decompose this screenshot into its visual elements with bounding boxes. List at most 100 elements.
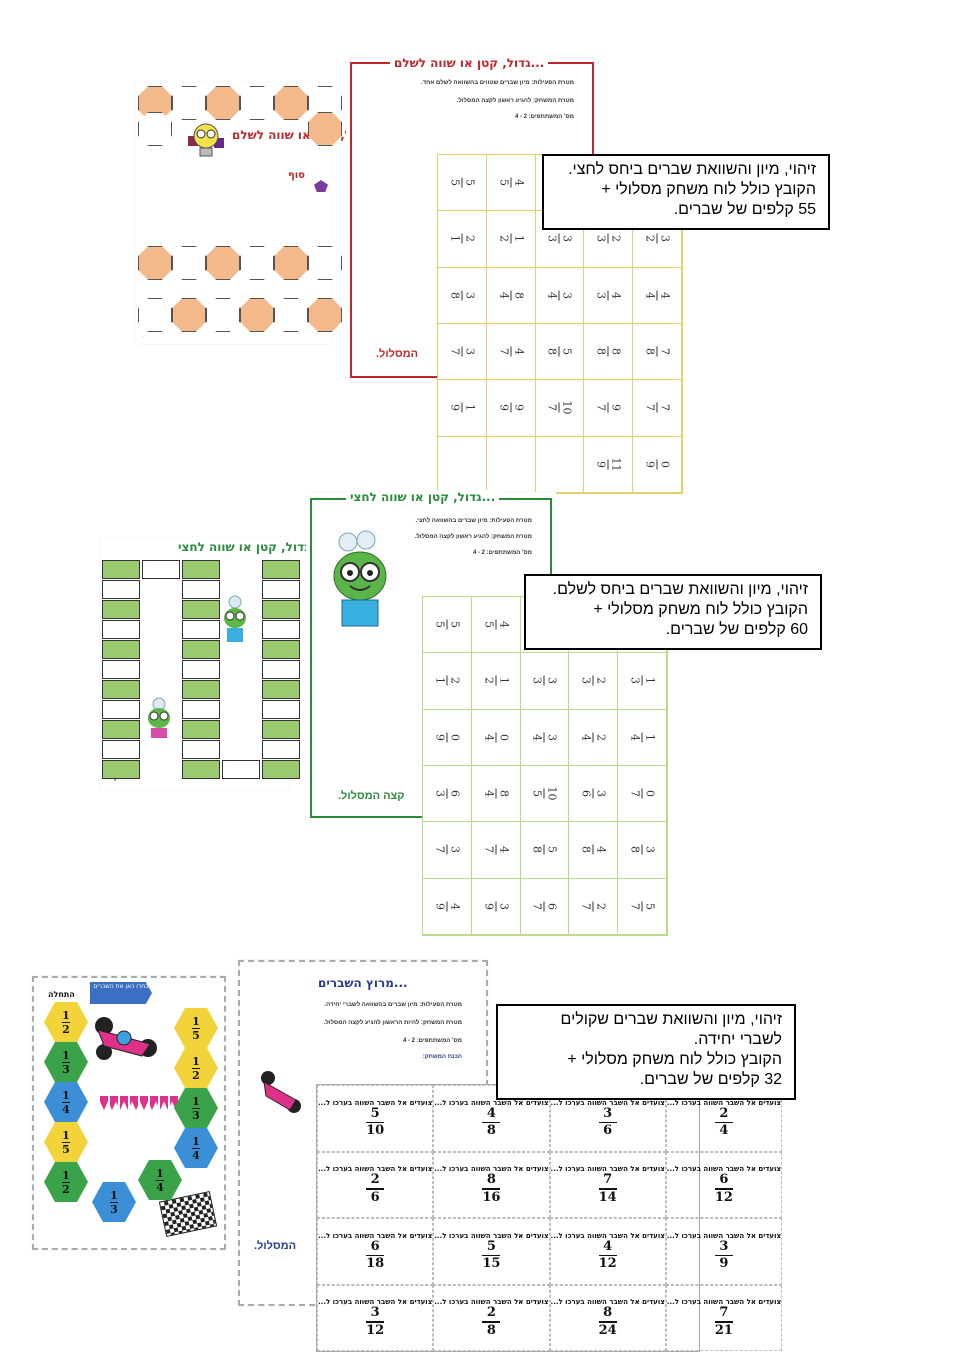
board-space <box>206 86 240 120</box>
numerator: 1 <box>192 1094 200 1108</box>
rules-line-1: מטרת הפעילות: מיון שברים שטווים בהשוואה … <box>420 80 574 86</box>
denominator: 7 <box>545 404 559 412</box>
fraction-card[interactable] <box>438 436 487 493</box>
numerator: 8 <box>609 348 623 356</box>
numerator: 4 <box>497 621 511 629</box>
numerator: 2 <box>370 1172 380 1187</box>
denominator: 8 <box>530 846 544 854</box>
rules-line-3: מס' המשתתפים: 2 - 4 <box>402 1038 462 1044</box>
board-space <box>240 298 274 332</box>
fraction-bar <box>598 1188 617 1190</box>
lightbulb-mascot-icon <box>186 118 226 164</box>
numerator: 1 <box>643 733 657 741</box>
caption-line-3: 55 קלפים של שברים. <box>673 201 816 218</box>
fraction-card[interactable] <box>535 436 585 493</box>
fraction-bar <box>641 788 643 799</box>
denominator: 4 <box>156 1180 164 1194</box>
fraction-bar <box>598 1121 617 1123</box>
board-page-2: ...גדול, קטן או שווה לחצי סוף <box>100 538 323 790</box>
denominator: 8 <box>628 846 642 854</box>
fraction-bar <box>62 1061 70 1063</box>
card-text: צועדים אל השבר השווה בערכו ל... <box>550 1231 665 1240</box>
fraction-card[interactable] <box>486 436 536 493</box>
board-space <box>274 246 308 280</box>
card-text: צועדים אל השבר השווה בערכו ל... <box>666 1098 782 1107</box>
race-car-icon <box>90 1010 164 1064</box>
fraction-bar <box>656 346 658 357</box>
board-space <box>262 700 300 719</box>
fraction-bar <box>62 1021 70 1023</box>
rules-line-3: מס' המשתתפים: 2 - 4 <box>472 550 532 556</box>
denominator: 9 <box>643 460 657 468</box>
denominator: 4 <box>482 733 496 741</box>
